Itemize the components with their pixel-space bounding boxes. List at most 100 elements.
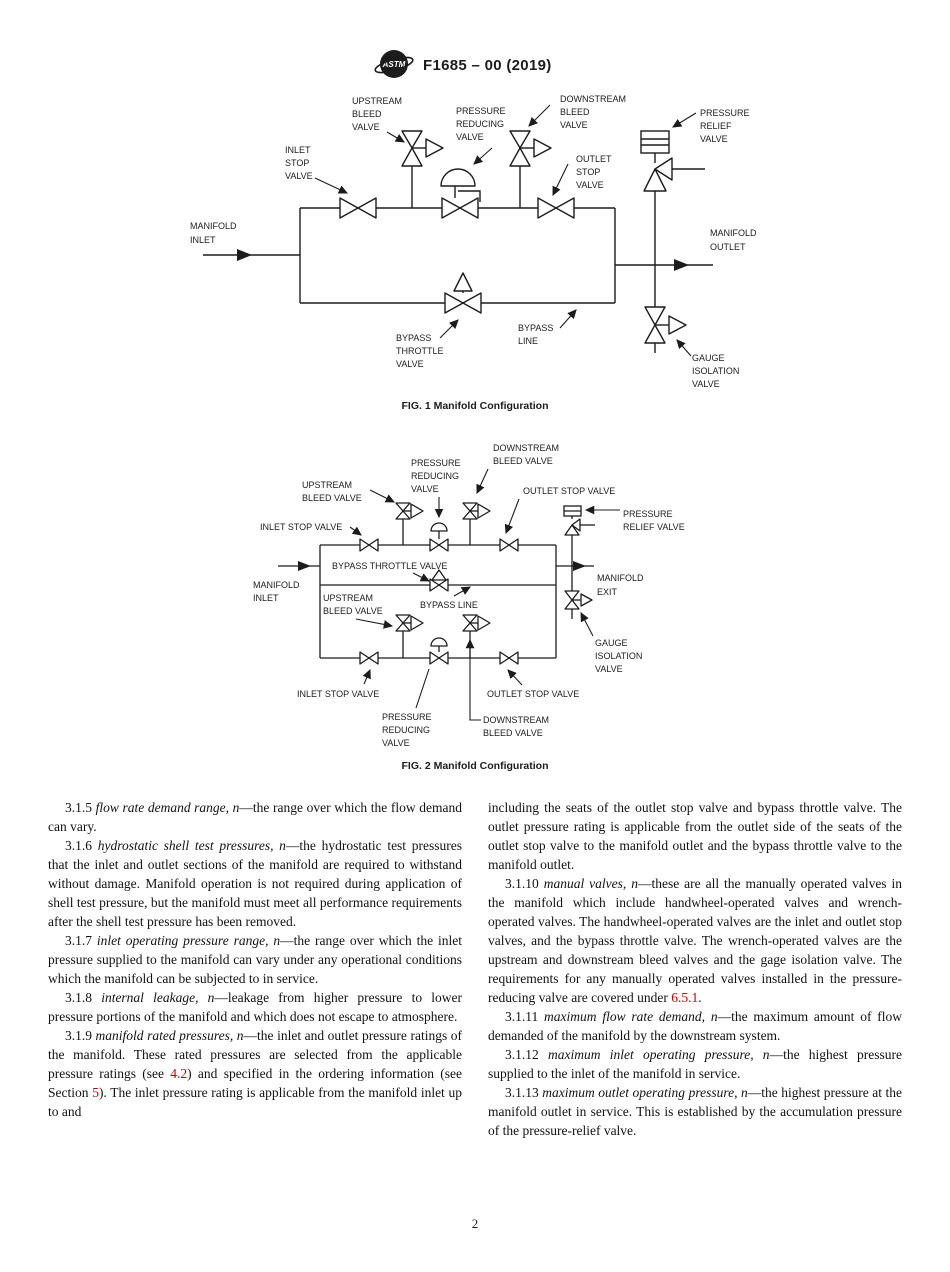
definition-3-1-9-continuation: including the seats of the outlet stop v…: [488, 798, 902, 874]
figure-2-diagram: DOWNSTREAM BLEED VALVE PRESSURE REDUCING…: [253, 443, 685, 772]
svg-text:VALVE: VALVE: [595, 664, 623, 674]
fig2-labels: DOWNSTREAM BLEED VALVE PRESSURE REDUCING…: [253, 443, 685, 748]
fig2-pressure-relief-valve-icon: [571, 518, 581, 532]
definition-3-1-9: 3.1.9 manifold rated pressures, n—the in…: [48, 1026, 462, 1121]
svg-text:ISOLATION: ISOLATION: [595, 651, 642, 661]
fig2-gauge-isolation-valve-icon: [564, 590, 580, 601]
fig2-label-upstream-bleed-top: UPSTREAM: [302, 480, 352, 490]
figure-1-diagram: UPSTREAM BLEED VALVE PRESSURE REDUCING V…: [190, 94, 757, 412]
fig1-label-upstream-bleed: UPSTREAM: [352, 96, 402, 106]
fig1-bypass-throttle-valve-icon: [444, 292, 464, 314]
fig2-label-downstream-bleed-top: DOWNSTREAM: [493, 443, 559, 453]
svg-text:STOP: STOP: [576, 167, 600, 177]
svg-text:BLEED: BLEED: [352, 109, 382, 119]
fig2-label-manifold-exit: MANIFOLD: [597, 573, 644, 583]
fig1-inlet-stop-valve-icon: [339, 197, 359, 219]
svg-text:ISOLATION: ISOLATION: [692, 366, 739, 376]
fig1-label-manifold-outlet: MANIFOLD: [710, 228, 757, 238]
fig1-label-outlet-stop: OUTLET: [576, 154, 612, 164]
defined-term: manifold rated pressures, n: [95, 1028, 244, 1043]
svg-text:RELIEF VALVE: RELIEF VALVE: [623, 522, 685, 532]
svg-text:BLEED VALVE: BLEED VALVE: [483, 728, 543, 738]
standard-designation: F1685 – 00 (2019): [423, 56, 552, 74]
definition-text: including the seats of the outlet stop v…: [488, 800, 902, 872]
fig1-gauge-isolation-valve-icon: [644, 306, 666, 326]
fig2-upstream-bleed-valve-top-icon: [395, 502, 411, 512]
fig1-label-bypass-throttle: BYPASS: [396, 333, 431, 343]
fig2-label-pressure-relief: PRESSURE: [623, 509, 673, 519]
fig2-label-pressure-reducing-bottom: PRESSURE: [382, 712, 432, 722]
defined-term: flow rate demand range, n: [95, 800, 240, 815]
clause-number: 3.1.6: [65, 838, 98, 853]
svg-text:BLEED VALVE: BLEED VALVE: [302, 493, 362, 503]
defined-term: internal leakage, n: [101, 990, 215, 1005]
document-header: ASTM F1685 – 00 (2019): [374, 46, 552, 84]
body-text: 3.1.5 flow rate demand range, n—the rang…: [48, 798, 902, 1140]
page-number: 2: [471, 1216, 479, 1231]
fig2-leader-lines: [349, 468, 620, 721]
svg-text:VALVE: VALVE: [700, 134, 728, 144]
definition-3-1-11: 3.1.11 maximum flow rate demand, n—the m…: [488, 1007, 902, 1045]
definition-text: —the range over which the flow demand ca…: [48, 800, 462, 834]
defined-term: maximum flow rate demand, n: [544, 1009, 718, 1024]
definition-text: ). The inlet pressure rating is applicab…: [48, 1085, 462, 1119]
fig1-pressure-relief-valve-icon: [654, 157, 673, 181]
fig2-label-bypass-line: BYPASS LINE: [420, 600, 478, 610]
clause-number: 3.1.7: [65, 933, 97, 948]
svg-text:EXIT: EXIT: [597, 587, 618, 597]
fig2-downstream-bleed-valve-top-icon: [462, 502, 478, 512]
right-column: including the seats of the outlet stop v…: [488, 798, 902, 1140]
definition-3-1-13: 3.1.13 maximum outlet operating pressure…: [488, 1083, 902, 1140]
cross-reference-link-4-2[interactable]: 4.2: [170, 1066, 188, 1081]
fig2-outlet-stop-valve-bottom-icon: [499, 651, 510, 665]
fig2-flow-arrows: [298, 561, 586, 571]
clause-number: 3.1.13: [505, 1085, 543, 1100]
defined-term: hydrostatic shell test pressures, n: [97, 838, 286, 853]
left-column: 3.1.5 flow rate demand range, n—the rang…: [48, 798, 462, 1140]
fig1-label-gauge-isolation: GAUGE: [692, 353, 725, 363]
fig1-upstream-bleed-valve-icon: [401, 130, 423, 149]
clause-number: 3.1.9: [65, 1028, 96, 1043]
fig2-label-outlet-stop-bottom: OUTLET STOP VALVE: [487, 689, 579, 699]
fig1-label-bypass-line: BYPASS: [518, 323, 553, 333]
svg-text:BLEED VALVE: BLEED VALVE: [493, 456, 553, 466]
svg-text:INLET: INLET: [253, 593, 279, 603]
fig1-outlet-stop-valve-icon: [537, 197, 557, 219]
svg-text:VALVE: VALVE: [692, 379, 720, 389]
fig2-pressure-reducing-valve-top-icon: [430, 522, 448, 532]
fig2-label-bypass-throttle: BYPASS THROTTLE VALVE: [332, 561, 447, 571]
svg-text:VALVE: VALVE: [456, 132, 484, 142]
clause-number: 3.1.11: [505, 1009, 545, 1024]
clause-number: 3.1.12: [505, 1047, 548, 1062]
clause-number: 3.1.10: [505, 876, 544, 891]
fig2-label-manifold-inlet: MANIFOLD: [253, 580, 300, 590]
cross-reference-link-section-5[interactable]: 5: [92, 1085, 99, 1100]
definition-text: —leakage from higher pressure to lower p…: [48, 990, 462, 1024]
fig1-valve-symbols: [339, 130, 687, 344]
svg-text:THROTTLE: THROTTLE: [396, 346, 444, 356]
definition-text: —the range over which the inlet pressure…: [48, 933, 463, 986]
fig1-label-manifold-inlet: MANIFOLD: [190, 221, 237, 231]
definition-3-1-5: 3.1.5 flow rate demand range, n—the rang…: [48, 798, 462, 836]
definition-text: —the highest pressure at the manifold ou…: [488, 1085, 903, 1138]
svg-text:VALVE: VALVE: [560, 120, 588, 130]
fig2-label-gauge-isolation: GAUGE: [595, 638, 628, 648]
clause-number: 3.1.5: [65, 800, 96, 815]
svg-text:STOP: STOP: [285, 158, 309, 168]
fig1-labels: UPSTREAM BLEED VALVE PRESSURE REDUCING V…: [190, 94, 757, 389]
fig1-leader-lines: [314, 104, 697, 357]
fig1-label-pressure-reducing: PRESSURE: [456, 106, 506, 116]
definition-text: —the hydrostatic test pressures that the…: [48, 838, 463, 929]
definition-3-1-8: 3.1.8 internal leakage, n—leakage from h…: [48, 988, 462, 1026]
definition-text: ) and specified in the ordering informat…: [48, 1066, 462, 1100]
svg-text:VALVE: VALVE: [411, 484, 439, 494]
astm-logo-icon: ASTM: [374, 50, 414, 78]
svg-text:VALVE: VALVE: [285, 171, 313, 181]
defined-term: maximum inlet operating pressure, n: [548, 1047, 770, 1062]
cross-reference-link-6-5-1[interactable]: 6.5.1: [671, 990, 699, 1005]
definition-text: —the highest pressure supplied to the in…: [488, 1047, 903, 1081]
svg-text:REDUCING: REDUCING: [382, 725, 430, 735]
fig1-pressure-reducing-valve-icon: [440, 168, 476, 187]
svg-text:LINE: LINE: [518, 336, 538, 346]
